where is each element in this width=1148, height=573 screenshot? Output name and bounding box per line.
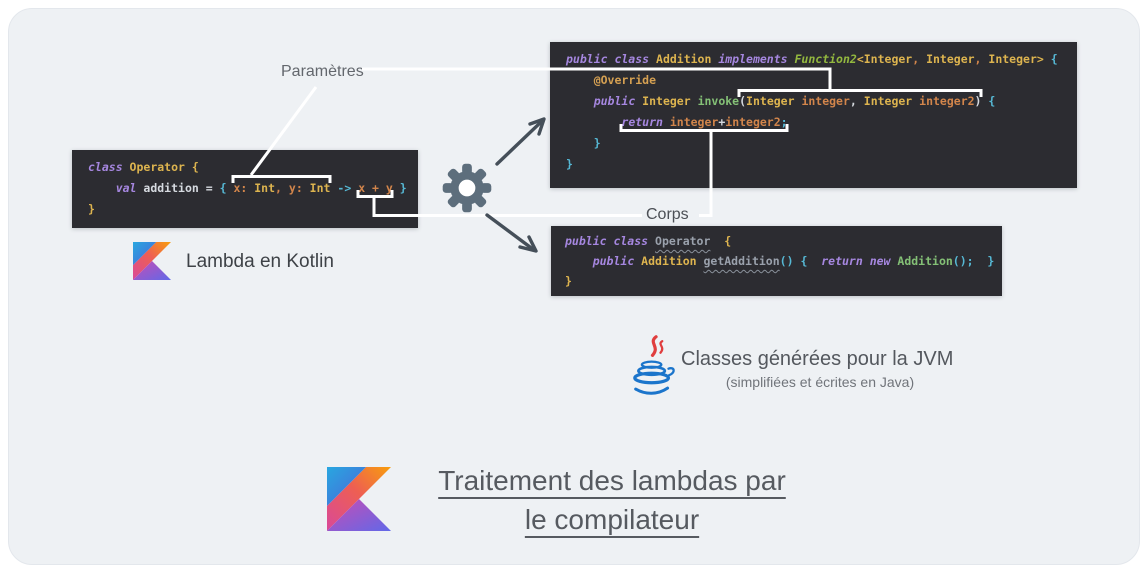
page-title-line1: Traitement des lambdas par: [438, 465, 786, 496]
kotlin-logo: [133, 242, 171, 280]
kotlin-logo-large: [327, 467, 391, 531]
body-label: Corps: [646, 206, 689, 223]
page-title-line2: le compilateur: [524, 504, 700, 535]
jvm-subcaption: (simplifiées et écrites en Java): [725, 374, 915, 390]
page-title: Traitement des lambdas par le compilateu…: [412, 461, 812, 539]
kotlin-caption: Lambda en Kotlin: [186, 251, 334, 272]
code-block-java-operator: public class Operator { public Addition …: [551, 226, 1002, 296]
parameters-label: Paramètres: [281, 63, 364, 80]
code-block-java-addition: public class Addition implements Functio…: [550, 42, 1077, 188]
gear-icon: [442, 163, 492, 213]
code-block-kotlin-lambda: class Operator { val addition = { x: Int…: [72, 150, 418, 228]
java-logo: [633, 335, 675, 395]
jvm-caption: Classes générées pour la JVM: [681, 348, 954, 370]
